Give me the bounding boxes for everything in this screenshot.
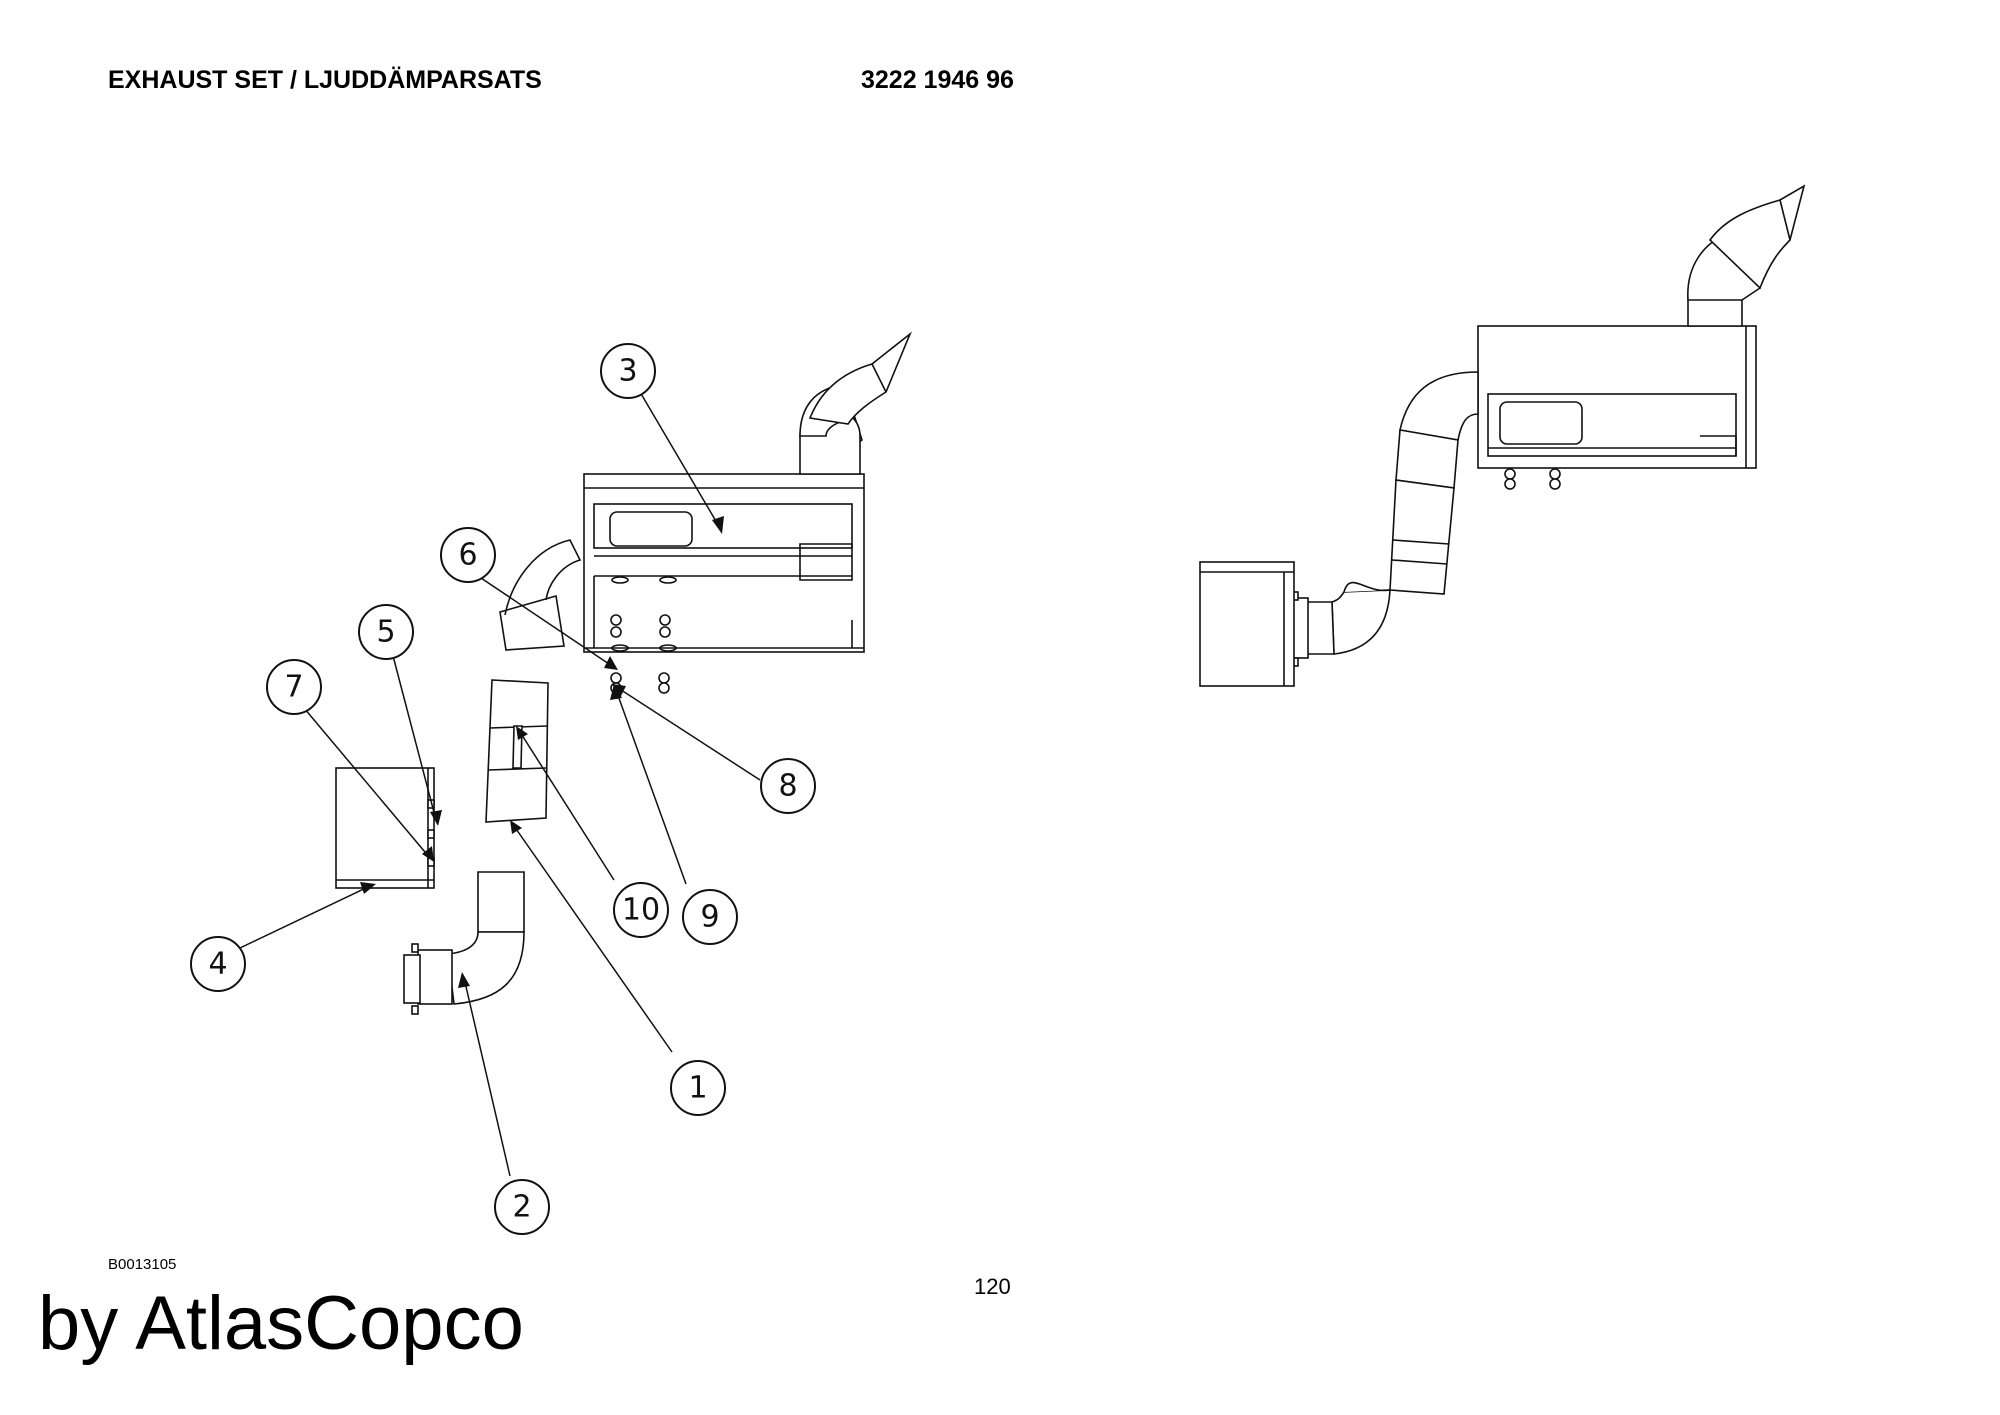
callout-number: 10 [622,893,660,928]
callout-6: 6 [440,527,496,583]
callout-number: 5 [376,615,395,650]
leader-lines [239,391,761,1177]
silencer-part [583,331,912,653]
callout-number: 2 [512,1190,531,1225]
box-part [335,767,435,889]
stud-bolt [1504,468,1561,490]
intermediate-pipe-part [485,679,549,823]
assembled-view [1199,184,1806,687]
callout-number: 8 [778,769,797,804]
callout-number: 1 [688,1071,707,1106]
part-number: 3222 1946 96 [861,66,1014,94]
stud-bolt [610,614,671,638]
document-title: EXHAUST SET / LJUDDÄMPARSATS [108,66,542,94]
callout-number: 6 [458,538,477,573]
callout-number: 9 [700,900,719,935]
page-number: 120 [974,1274,1011,1299]
callout-3: 3 [600,343,656,399]
callout-10: 10 [613,882,669,938]
brand-watermark: by AtlasCopco [38,1281,524,1366]
callout-5: 5 [358,604,414,660]
callout-number: 3 [618,354,637,389]
figure-reference: B0013105 [108,1256,177,1273]
callout-4: 4 [190,936,246,992]
callout-7: 7 [266,659,322,715]
callout-1: 1 [670,1060,726,1116]
callout-2: 2 [494,1179,550,1235]
callouts: 3 6 5 7 8 10 9 4 1 2 [190,343,816,1235]
elbow-pipe-part [403,871,525,1015]
callout-number: 4 [208,947,227,982]
callout-9: 9 [682,889,738,945]
callout-8: 8 [760,758,816,814]
callout-number: 7 [284,670,303,705]
